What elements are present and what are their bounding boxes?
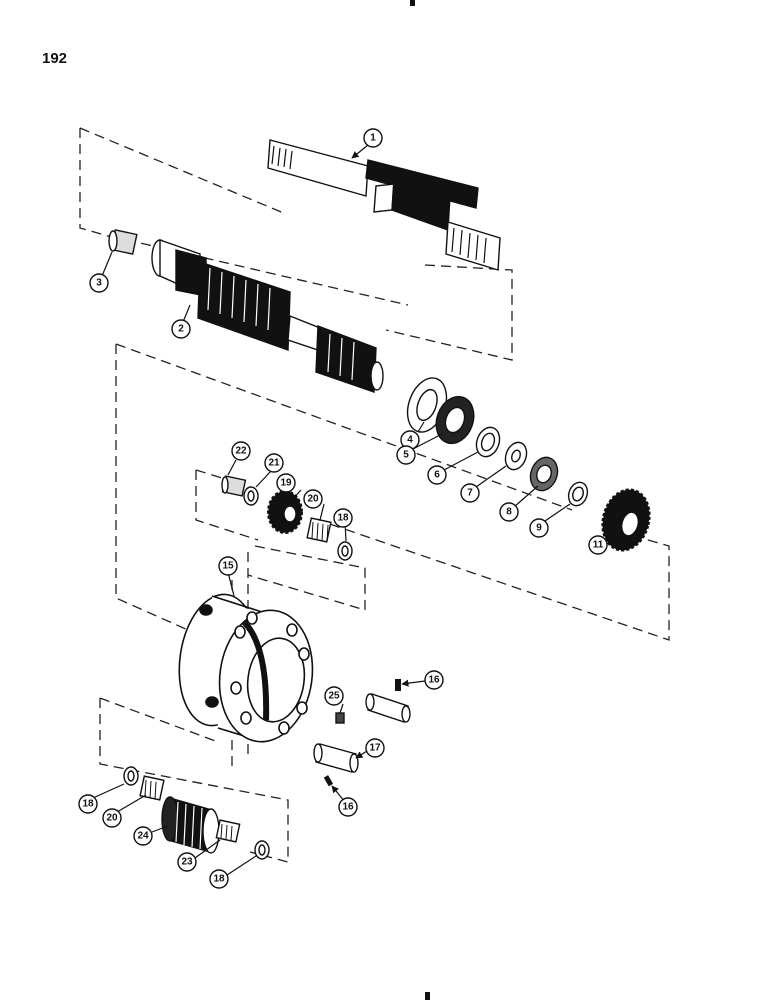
callout-20-upper: 20 — [303, 489, 323, 509]
crop-mark-bottom — [425, 992, 430, 1000]
svg-text:18: 18 — [337, 513, 349, 524]
svg-text:5: 5 — [403, 450, 409, 461]
thrust-washer-part-18-left — [123, 766, 139, 786]
callout-23: 23 — [177, 852, 197, 872]
svg-text:6: 6 — [434, 470, 440, 481]
svg-text:20: 20 — [307, 494, 319, 505]
svg-text:11: 11 — [593, 540, 604, 551]
callout-15: 15 — [218, 556, 238, 576]
needle-bearing-part-23 — [215, 819, 241, 843]
callout-6: 6 — [427, 465, 447, 485]
callout-18-upper: 18 — [333, 508, 353, 528]
carrier-housing-part-15 — [178, 593, 314, 750]
callout-11: 11 — [588, 535, 608, 555]
bushing-part-22 — [221, 475, 247, 497]
svg-text:9: 9 — [536, 523, 542, 534]
pin-part-16-upper — [395, 679, 401, 691]
callout-21: 21 — [264, 453, 284, 473]
svg-text:16: 16 — [342, 802, 354, 813]
input-shaft — [267, 139, 501, 271]
callout-1: 1 — [363, 128, 383, 148]
svg-text:3: 3 — [96, 278, 102, 289]
svg-text:4: 4 — [407, 435, 413, 446]
gear-part-11 — [601, 488, 651, 552]
svg-text:22: 22 — [235, 446, 247, 457]
needle-bearing-part-20-lower — [139, 775, 165, 801]
svg-text:15: 15 — [222, 561, 234, 572]
svg-text:23: 23 — [181, 857, 193, 868]
snap-ring-part-9 — [567, 481, 589, 507]
bearing-part-5 — [435, 395, 475, 445]
crop-mark-top — [410, 0, 415, 6]
svg-text:17: 17 — [369, 743, 381, 754]
callout-20-lower: 20 — [102, 808, 122, 828]
bushing-part-3 — [108, 229, 138, 255]
main-shaft — [151, 239, 384, 393]
callout-16-upper: 16 — [424, 670, 444, 690]
callout-3: 3 — [89, 273, 109, 293]
callout-7: 7 — [460, 483, 480, 503]
thrust-washer-part-18-upper — [337, 541, 353, 561]
needle-bearing-part-8 — [529, 456, 559, 492]
svg-text:18: 18 — [82, 799, 94, 810]
callout-5: 5 — [396, 445, 416, 465]
needle-bearing-part-20-upper — [306, 517, 332, 543]
svg-text:7: 7 — [467, 488, 473, 499]
svg-text:21: 21 — [268, 458, 280, 469]
thrust-washer-part-21 — [243, 486, 259, 506]
svg-text:19: 19 — [280, 478, 292, 489]
callout-24: 24 — [133, 826, 153, 846]
svg-text:24: 24 — [137, 831, 149, 842]
svg-text:2: 2 — [178, 324, 184, 335]
shaft-pin-part-17-lower — [313, 743, 359, 773]
callout-8: 8 — [499, 502, 519, 522]
callout-18-left: 18 — [78, 794, 98, 814]
callout-22: 22 — [231, 441, 251, 461]
leader-lines — [92, 144, 613, 876]
svg-text:16: 16 — [428, 675, 440, 686]
callout-18-right: 18 — [209, 869, 229, 889]
pin-part-16-lower — [323, 775, 334, 787]
callout-labels: 1 2 3 4 5 6 7 8 9 11 15 16 16 17 18 18 1… — [78, 128, 608, 889]
set-screw-part-25 — [335, 712, 345, 724]
callout-16-lower: 16 — [338, 797, 358, 817]
svg-text:1: 1 — [370, 133, 376, 144]
page-number: 192 — [42, 50, 68, 67]
gear-part-24 — [161, 796, 220, 854]
shaft-pin-part-17-upper — [365, 693, 411, 723]
gear-part-19 — [267, 490, 303, 534]
snap-ring-part-6 — [475, 426, 501, 458]
svg-text:8: 8 — [506, 507, 512, 518]
thrust-washer-part-18-right — [254, 840, 270, 860]
svg-text:18: 18 — [213, 874, 225, 885]
assembly-lines — [79, 127, 670, 863]
callout-2: 2 — [171, 319, 191, 339]
callout-19: 19 — [276, 473, 296, 493]
callout-25: 25 — [324, 686, 344, 706]
washer-part-7 — [504, 441, 528, 471]
svg-text:25: 25 — [328, 691, 340, 702]
callout-9: 9 — [529, 518, 549, 538]
callout-17: 17 — [365, 738, 385, 758]
svg-text:20: 20 — [106, 813, 118, 824]
